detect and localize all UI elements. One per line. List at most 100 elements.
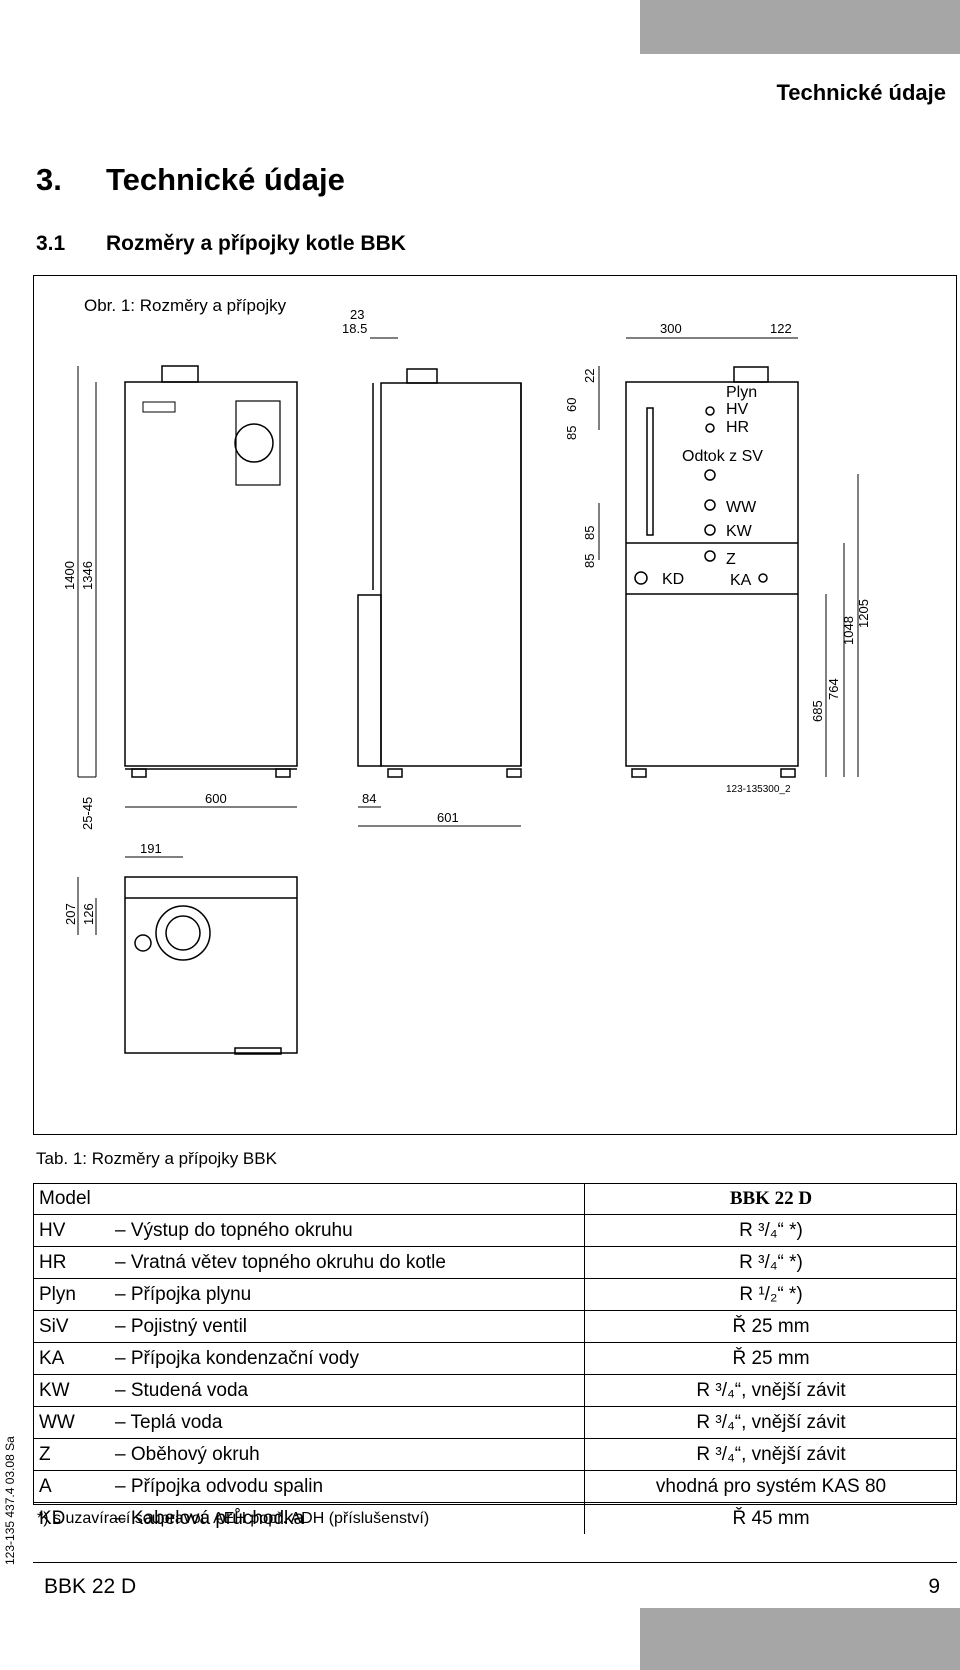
dim-label: 685 [810, 700, 825, 722]
front-foot-left [131, 768, 147, 778]
section-number: 3.1 [36, 232, 66, 255]
conn-label: Z [726, 551, 736, 568]
rear-rail [646, 407, 654, 536]
row-value: R ³/₄“ *) [584, 1246, 957, 1279]
row-code: KW [33, 1374, 109, 1407]
dim-label: 1400 [62, 561, 77, 590]
row-desc: – Přípojka odvodu spalin [109, 1470, 585, 1503]
top-view-flue [155, 905, 211, 961]
dim-label: 126 [81, 903, 96, 925]
footer-rule [33, 1562, 957, 1563]
dim-label: 85 [582, 554, 597, 568]
row-code: KD [33, 1502, 109, 1534]
front-view-body [124, 381, 298, 767]
front-logo-plate [142, 401, 176, 413]
table-footnote: *) s uzavírací soupravou AEH popř. ADH (… [37, 1510, 430, 1527]
side-view-body [380, 382, 522, 767]
dim-label: 18.5 [342, 321, 367, 336]
row-code: KA [33, 1342, 109, 1375]
figure-frame [33, 275, 957, 1135]
dim-label: 1048 [841, 616, 856, 645]
table-caption: Tab. 1: Rozměry a přípojky BBK [36, 1149, 277, 1168]
dim-label: 23 [350, 307, 364, 322]
row-code: WW [33, 1406, 109, 1439]
dim-label: 1205 [856, 599, 871, 628]
header-model: Model [39, 1187, 91, 1209]
row-code: Z [33, 1438, 109, 1471]
header-spacer [109, 1183, 585, 1215]
row-value: Ř 25 mm [584, 1342, 957, 1375]
row-desc: – Přípojka plynu [109, 1278, 585, 1311]
conn-label: Odtok z SV [682, 448, 763, 465]
conn-label: HV [726, 401, 749, 418]
spec-table: Model BBK 22 D HV– Výstup do topného okr… [33, 1183, 957, 1534]
side-foot-right [506, 768, 522, 778]
chapter-number: 3. [36, 162, 62, 197]
header-model-name: BBK 22 D [584, 1183, 957, 1215]
row-value: R ³/₄“, vnější závit [584, 1374, 957, 1407]
chapter-heading: 3. Technické údaje [36, 162, 345, 198]
chapter-title: Technické údaje [106, 162, 345, 197]
side-view-base [357, 594, 382, 767]
dim-label: 300 [660, 321, 682, 336]
dim-label: 601 [437, 810, 459, 825]
conn-label: HR [726, 419, 749, 436]
section-title: Rozměry a přípojky kotle BBK [106, 232, 406, 255]
row-value: vhodná pro systém KAS 80 [584, 1470, 957, 1503]
row-value: R ¹/₂“ *) [584, 1278, 957, 1311]
dim-label: 60 [564, 398, 579, 412]
row-desc: – Oběhový okruh [109, 1438, 585, 1471]
row-desc: – Teplá voda [109, 1406, 585, 1439]
row-code: A [33, 1470, 109, 1503]
row-desc: – Přípojka kondenzační vody [109, 1342, 585, 1375]
row-desc: – Pojistný ventil [109, 1310, 585, 1343]
row-desc: – Studená voda [109, 1374, 585, 1407]
running-head: Technické údaje [776, 80, 946, 105]
row-code: HR [33, 1246, 109, 1279]
row-code: HV [33, 1214, 109, 1247]
row-code: SiV [33, 1310, 109, 1343]
conn-label: KA [730, 572, 752, 589]
dim-label: 85 [582, 526, 597, 540]
dim-label: 22 [582, 369, 597, 383]
conn-label: WW [726, 499, 757, 516]
row-desc: – Kabelová průchodka [109, 1502, 585, 1534]
row-value: R ³/₄“, vnější závit [584, 1438, 957, 1471]
dim-label: 84 [362, 791, 376, 806]
side-foot-left [387, 768, 403, 778]
dim-label: 1346 [80, 561, 95, 590]
row-value: Ř 45 mm [584, 1502, 957, 1534]
table-row: HR– Vratná větev topného okruhu do kotle… [33, 1246, 957, 1279]
rear-flue-stub [733, 366, 769, 383]
technical-drawing: 23 18.5 300 122 22 60 85 85 85 1400 1346… [62, 307, 871, 1055]
table-header-row: Model BBK 22 D [33, 1183, 957, 1215]
conn-label: KD [662, 571, 684, 588]
page-number: 9 [928, 1575, 940, 1598]
dim-label: 85 [564, 426, 579, 440]
row-value: R ³/₄“ *) [584, 1214, 957, 1247]
rear-view-body [625, 381, 799, 767]
side-flue-stub [406, 368, 438, 384]
section-heading: 3.1 Rozměry a přípojky kotle BBK [36, 232, 406, 256]
row-value: Ř 25 mm [584, 1310, 957, 1343]
row-code: Plyn [33, 1278, 109, 1311]
row-desc: – Vratná větev topného okruhu do kotle [109, 1246, 585, 1279]
front-foot-right [275, 768, 291, 778]
document-code: 123-135 437.4 03.08 Sa [3, 1436, 17, 1565]
dim-label: 191 [140, 841, 162, 856]
row-desc: – Výstup do topného okruhu [109, 1214, 585, 1247]
drawing-number: 123-135300_2 [726, 784, 791, 795]
dim-label: 207 [63, 903, 78, 925]
conn-label: KW [726, 523, 753, 540]
front-flue-stub [161, 365, 199, 383]
front-view-porthole [234, 423, 274, 463]
dim-label: 764 [826, 678, 841, 700]
